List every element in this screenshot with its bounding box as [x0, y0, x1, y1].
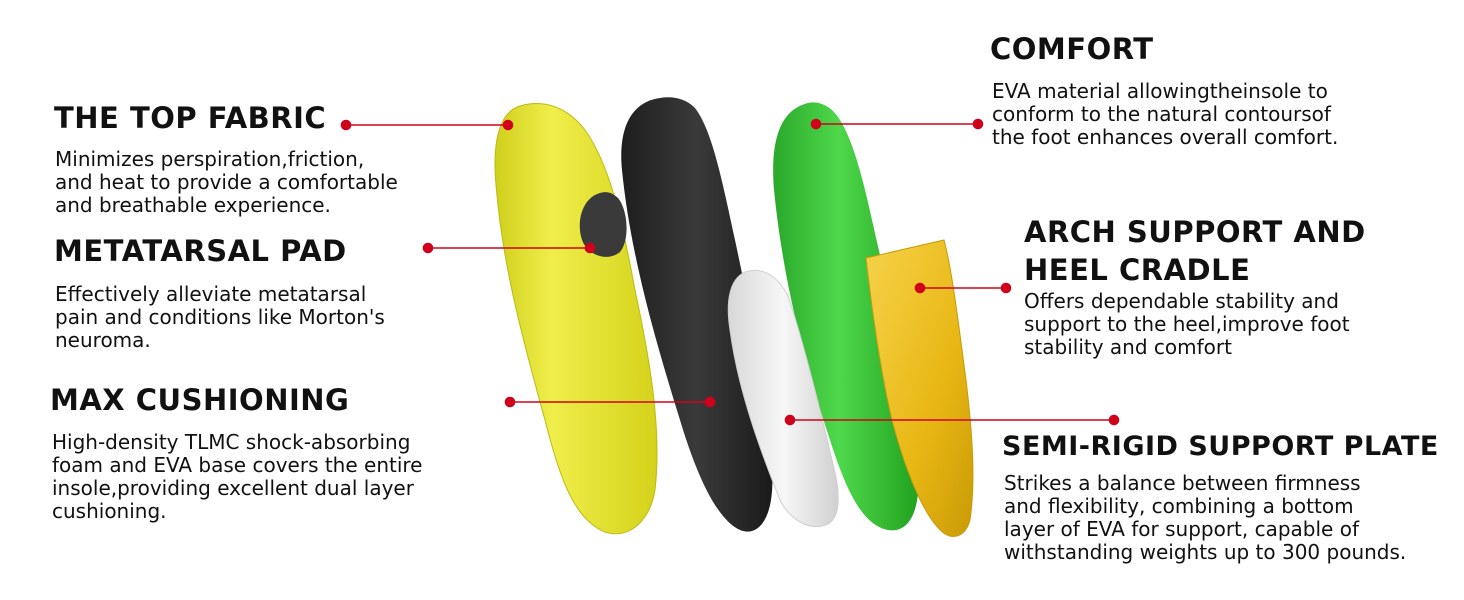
foam-layer [621, 97, 773, 532]
title-line: HEEL CRADLE [1024, 253, 1251, 287]
description-line: support to the heel,improve foot [1024, 312, 1350, 336]
top-fabric-title: THE TOP FABRIC [54, 101, 327, 135]
description-line: withstanding weights up to 300 pounds. [1004, 540, 1407, 564]
callout-dot [972, 118, 984, 130]
description-line: foam and EVA base covers the entire [52, 453, 423, 477]
callout-dot [704, 396, 716, 408]
description-line: the foot enhances overall comfort. [992, 125, 1339, 149]
callout-dot [1000, 282, 1012, 294]
description-line: and heat to provide a comfortable [55, 170, 398, 194]
description-line: neuroma. [55, 328, 151, 352]
callout-dot [340, 119, 352, 131]
support-plate-description: Strikes a balance between firmness and f… [1004, 472, 1406, 564]
callout-dot [584, 242, 596, 254]
metatarsal-pad-title: METATARSAL PAD [54, 234, 347, 268]
description-line: EVA material allowingtheinsole to [992, 79, 1328, 103]
heel-cradle-layer [865, 239, 974, 537]
support-plate-layer [727, 269, 839, 527]
description-line: conform to the natural contoursof [992, 102, 1331, 126]
callout-dot [504, 396, 516, 408]
top-fabric-description: Minimizes perspiration,friction, and hea… [55, 148, 398, 217]
callout-dot [1108, 414, 1120, 426]
comfort-layer [773, 102, 919, 531]
callout-dot [502, 119, 514, 131]
arch-support-title: ARCH SUPPORT AND HEEL CRADLE [1024, 213, 1366, 289]
metatarsal-pad-description: Effectively alleviate metatarsal pain an… [55, 283, 385, 352]
max-cushioning-description: High-density TLMC shock-absorbing foam a… [52, 431, 423, 523]
support-plate-title: SEMI-RIGID SUPPORT PLATE [1002, 431, 1439, 462]
callout-dot [914, 282, 926, 294]
callout-dot [422, 242, 434, 254]
comfort-title: COMFORT [990, 32, 1154, 66]
metatarsal-pad-shape [579, 192, 627, 257]
callout-dot [810, 118, 822, 130]
description-line: Minimizes perspiration,friction, [55, 147, 365, 171]
description-line: layer of EVA for support, capable of [1004, 517, 1359, 541]
description-line: and flexibility, combining a bottom [1004, 494, 1354, 518]
description-line: and breathable experience. [55, 193, 331, 217]
description-line: cushioning. [52, 499, 167, 523]
description-line: pain and conditions like Morton's [55, 305, 385, 329]
max-cushioning-title: MAX CUSHIONING [50, 383, 350, 417]
arch-support-description: Offers dependable stability and support … [1024, 290, 1350, 359]
comfort-description: EVA material allowingtheinsole to confor… [992, 80, 1338, 149]
description-line: insole,providing excellent dual layer [52, 476, 414, 500]
description-line: Effectively alleviate metatarsal [55, 282, 367, 306]
title-line: ARCH SUPPORT AND [1024, 215, 1366, 249]
description-line: Strikes a balance between firmness [1004, 471, 1361, 495]
description-line: Offers dependable stability and [1024, 289, 1339, 313]
description-line: stability and comfort [1024, 335, 1232, 359]
callout-dot [784, 414, 796, 426]
description-line: High-density TLMC shock-absorbing [52, 430, 411, 454]
